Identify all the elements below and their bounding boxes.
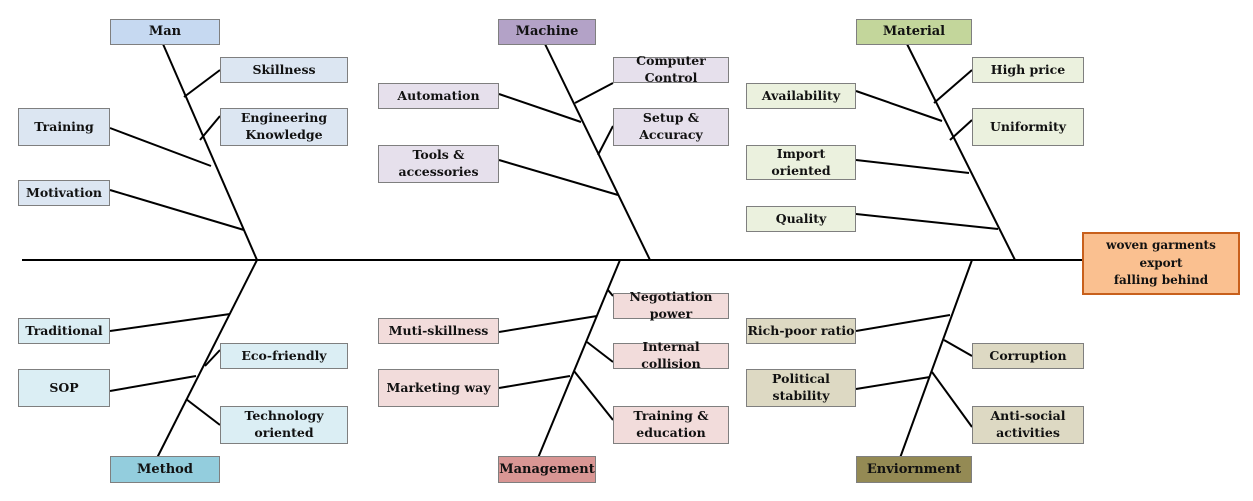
category-environment: Enviornment [856, 456, 972, 483]
category-machine: Machine [498, 19, 596, 45]
cause-availability: Availability [746, 83, 856, 109]
cause-eco-friendly: Eco-friendly [220, 343, 348, 369]
cause-import-oriented: Import oriented [746, 145, 856, 180]
bone-machine [544, 43, 651, 261]
cause-motivation: Motivation [18, 180, 110, 206]
cause-high-price: High price [972, 57, 1084, 83]
cause-muti-skillness: Muti-skillness [378, 318, 499, 344]
bone-method [156, 259, 258, 459]
cause-political-stability: Political stability [746, 369, 856, 407]
category-management: Management [498, 456, 596, 483]
cause-quality: Quality [746, 206, 856, 232]
cause-skillness: Skillness [220, 57, 348, 83]
cause-marketing-way: Marketing way [378, 369, 499, 407]
effect-box: woven garments export falling behind [1082, 232, 1240, 295]
cause-corruption: Corruption [972, 343, 1084, 369]
bone-management [537, 259, 621, 459]
cause-automation: Automation [378, 83, 499, 109]
cause-engineering-knowledge: Engineering Knowledge [220, 108, 348, 146]
category-material: Material [856, 19, 972, 45]
category-method: Method [110, 456, 220, 483]
cause-technology-oriented: Technology oriented [220, 406, 348, 444]
cause-anti-social-activities: Anti-social activities [972, 406, 1084, 444]
cause-negotiation-power: Negotiation power [613, 289, 729, 321]
cause-uniformity: Uniformity [972, 108, 1084, 146]
cause-internal-collision: Internal collision [613, 339, 729, 371]
cause-training-education: Training & education [613, 406, 729, 444]
cause-training: Training [18, 108, 110, 146]
category-man: Man [110, 19, 220, 45]
bone-man [162, 43, 258, 261]
bone-environment [899, 259, 973, 459]
cause-computer-control: Computer Control [613, 53, 729, 85]
bone-material [906, 43, 1016, 261]
cause-traditional: Traditional [18, 318, 110, 344]
cause-rich-poor-ratio: Rich-poor ratio [746, 318, 856, 344]
cause-sop: SOP [18, 369, 110, 407]
cause-tools-accessories: Tools & accessories [378, 145, 499, 183]
cause-setup-accuracy: Setup & Accuracy [613, 108, 729, 146]
